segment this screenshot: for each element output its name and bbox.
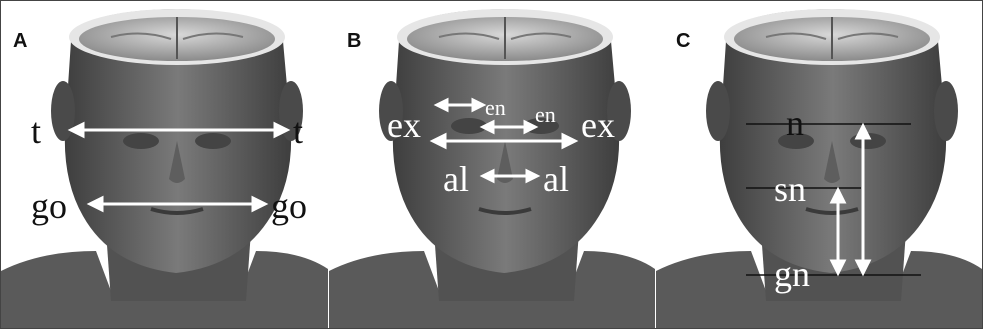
label-t-right: t [293,113,303,149]
head-render-c [656,1,982,328]
label-n: n [786,105,804,141]
panel-letter-b: B [347,31,361,51]
label-t-left: t [31,113,41,149]
label-ex-left: ex [387,107,421,143]
panel-a: A t t go go [1,1,328,328]
label-en-left: en [485,97,506,119]
head-render-b [329,1,655,328]
label-go-right: go [271,188,307,224]
panel-b: B ex ex en en al al [329,1,655,328]
panel-letter-a: A [13,31,27,51]
label-en-right: en [535,104,556,126]
label-ex-right: ex [581,107,615,143]
panel-c: C n sn gn [656,1,982,328]
label-al-right: al [543,161,569,197]
label-gn: gn [774,256,810,292]
label-go-left: go [31,188,67,224]
panel-letter-c: C [676,31,690,51]
label-sn: sn [774,171,806,207]
head-render-a [1,1,328,328]
label-al-left: al [443,161,469,197]
